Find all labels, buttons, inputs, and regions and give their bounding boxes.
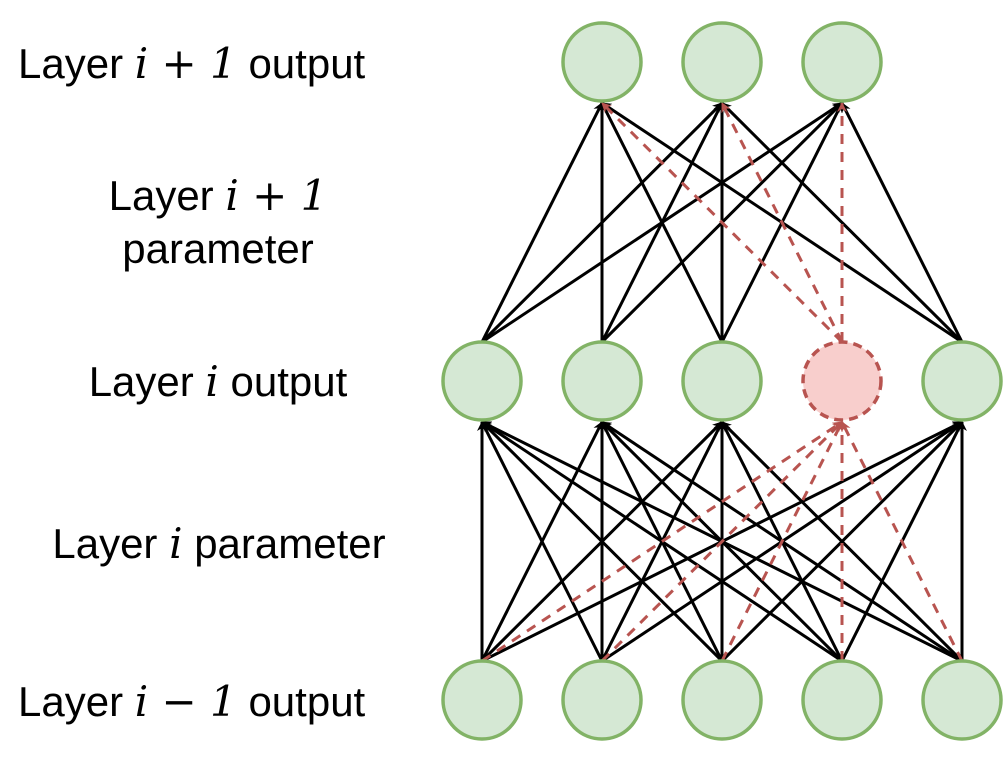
node-layer-i-plus-1 — [681, 21, 763, 103]
edge — [840, 102, 964, 343]
edge — [480, 421, 604, 662]
edge — [720, 420, 964, 663]
edge — [480, 102, 604, 343]
label-layer-i-plus-1-output: Layer i + 1 output — [18, 39, 366, 88]
node-layer-i-minus-1 — [921, 659, 1003, 741]
dashed-edge — [720, 421, 844, 662]
label-layer-i-plus-1-parameter: Layer i + 1 parameter — [108, 171, 328, 272]
label-layer-i-output: Layer i output — [88, 357, 348, 406]
node-layer-i-plus-1 — [801, 21, 883, 103]
node-layer-i — [561, 340, 643, 422]
label-layer-i-minus-1-output: Layer i − 1 output — [18, 677, 366, 726]
node-layer-i-dropped — [801, 340, 883, 422]
edge — [720, 101, 964, 344]
node-layer-i — [681, 340, 763, 422]
nodes-group — [441, 21, 1003, 741]
edge — [480, 420, 724, 663]
node-layer-i-minus-1 — [561, 659, 643, 741]
dashed-edge — [840, 421, 964, 662]
node-layer-i-minus-1 — [801, 659, 883, 741]
edge — [600, 102, 724, 343]
node-layer-i-plus-1 — [561, 21, 643, 103]
dashed-edge — [481, 420, 843, 663]
node-layer-i — [921, 340, 1003, 422]
node-layer-i-minus-1 — [441, 659, 523, 741]
dashed-edge — [600, 101, 844, 344]
dashed-edge — [600, 420, 844, 663]
dashed-edge — [720, 102, 844, 343]
node-layer-i-minus-1 — [681, 659, 763, 741]
dashed-edges-group — [481, 101, 964, 663]
label-layer-i-parameter: Layer i parameter — [52, 519, 386, 568]
node-layer-i — [441, 340, 523, 422]
